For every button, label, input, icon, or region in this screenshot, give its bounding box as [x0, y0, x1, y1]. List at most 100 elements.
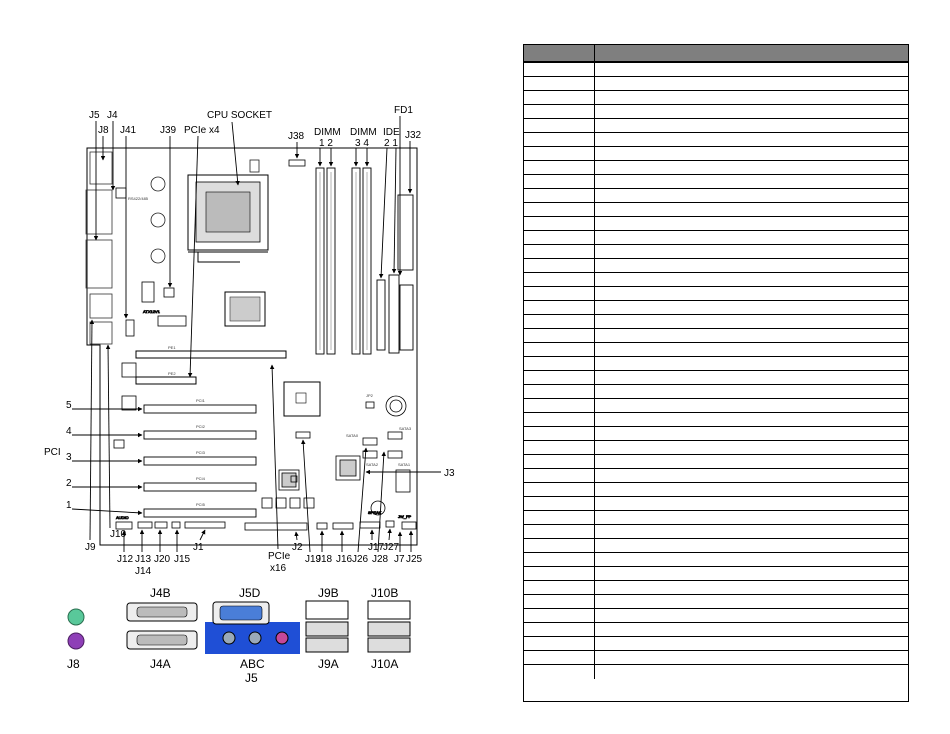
table-cell-description	[595, 441, 908, 455]
table-cell-connector	[524, 469, 595, 483]
table-cell-description	[595, 63, 908, 77]
table-cell-description	[595, 77, 908, 91]
table-cell-connector	[524, 203, 595, 217]
sata-labels: SATA0 SATA3 SATA2 SATA1 JP2	[346, 393, 412, 467]
label-j19: J19	[305, 554, 322, 565]
dimm-slots	[315, 167, 372, 355]
table-cell-description	[595, 511, 908, 525]
j38-fan-header	[288, 159, 306, 167]
label-j3: J3	[444, 468, 455, 479]
rs-jumper: RS422/485	[115, 187, 149, 201]
table-cell-description	[595, 301, 908, 315]
table-cell-connector	[524, 483, 595, 497]
table-row	[524, 510, 908, 525]
label-j28: J28	[372, 554, 389, 565]
table-row	[524, 188, 908, 203]
table-cell-connector	[524, 189, 595, 203]
table-cell-description	[595, 231, 908, 245]
lan-port-c-icon	[367, 600, 411, 620]
table-cell-connector	[524, 413, 595, 427]
table-cell-description	[595, 259, 908, 273]
label-j1: J1	[193, 542, 204, 553]
label-j14: J14	[135, 566, 152, 577]
table-cell-description	[595, 399, 908, 413]
label-j5: J5	[89, 110, 100, 121]
table-cell-description	[595, 651, 908, 665]
table-cell-connector	[524, 217, 595, 231]
table-cell-connector	[524, 77, 595, 91]
label-j13: J13	[135, 554, 152, 565]
table-row	[524, 300, 908, 315]
table-row	[524, 272, 908, 287]
table-cell-description	[595, 343, 908, 357]
table-row	[524, 594, 908, 609]
svg-text:SATA2: SATA2	[366, 462, 379, 467]
usb-port-3-icon	[367, 621, 411, 637]
label-j38: J38	[288, 131, 305, 142]
usb-port-1-icon	[305, 621, 349, 637]
label-j12: J12	[117, 554, 134, 565]
table-cell-description	[595, 567, 908, 581]
label-slot-2: 2	[66, 478, 72, 489]
table-cell-description	[595, 609, 908, 623]
usb-port-2-icon	[305, 637, 349, 653]
table-row	[524, 76, 908, 91]
table-cell-description	[595, 553, 908, 567]
table-cell-connector	[524, 147, 595, 161]
label-j20: J20	[154, 554, 171, 565]
label-j10b: J10B	[371, 586, 398, 600]
svg-text:PCI1: PCI1	[196, 398, 206, 403]
svg-text:PCI5: PCI5	[196, 502, 206, 507]
table-cell-description	[595, 91, 908, 105]
table-cell-connector	[524, 329, 595, 343]
label-slot-3: 3	[66, 452, 72, 463]
label-j4a: J4A	[150, 657, 171, 671]
label-j7: J7	[394, 554, 405, 565]
pci-slot-labels: PCI1 PCI2 PCI3 PCI4 PCI5	[196, 398, 206, 507]
svg-text:PE2: PE2	[168, 371, 176, 376]
table-cell-description	[595, 427, 908, 441]
table-row	[524, 314, 908, 329]
table-cell-connector	[524, 539, 595, 553]
table-cell-description	[595, 287, 908, 301]
atx12v-connector: ATX12V1	[141, 281, 175, 314]
table-row	[524, 440, 908, 455]
table-row	[524, 664, 908, 679]
label-j27: J27	[383, 542, 400, 553]
svg-text:SATA0: SATA0	[346, 433, 359, 438]
table-row	[524, 244, 908, 259]
label-j4: J4	[107, 110, 118, 121]
keyboard-port-icon	[67, 632, 85, 650]
table-cell-description	[595, 273, 908, 287]
table-cell-description	[595, 133, 908, 147]
svg-text:ATX12V1: ATX12V1	[143, 309, 161, 314]
table-cell-connector	[524, 343, 595, 357]
table-row	[524, 412, 908, 427]
label-j8-io: J8	[67, 657, 80, 671]
sata-ports	[362, 431, 403, 459]
table-row	[524, 286, 908, 301]
usb-port-4-icon	[367, 637, 411, 653]
table-cell-description	[595, 357, 908, 371]
table-cell-description	[595, 105, 908, 119]
table-cell-connector	[524, 63, 595, 77]
misc-components	[113, 362, 411, 516]
dimm-slot-pins	[319, 172, 368, 350]
lan-port-b-icon	[305, 600, 349, 620]
northbridge-chip	[224, 291, 266, 327]
table-row	[524, 552, 908, 567]
table-cell-description	[595, 539, 908, 553]
svg-text:PCI3: PCI3	[196, 450, 206, 455]
label-dimm-a: DIMM	[314, 127, 341, 138]
atx-power-connector	[397, 194, 414, 351]
label-dimm-b-nums: 3 4	[355, 138, 369, 149]
cpu-socket	[187, 174, 269, 263]
table-header-col-b	[595, 45, 908, 61]
pcie-x16-slot: PE1	[135, 345, 287, 359]
table-cell-description	[595, 525, 908, 539]
table-row	[524, 258, 908, 273]
label-j5-io: J5	[245, 671, 258, 685]
pcie-x4-slot: PE2	[135, 371, 197, 385]
label-j16: J16	[336, 554, 353, 565]
table-cell-description	[595, 581, 908, 595]
